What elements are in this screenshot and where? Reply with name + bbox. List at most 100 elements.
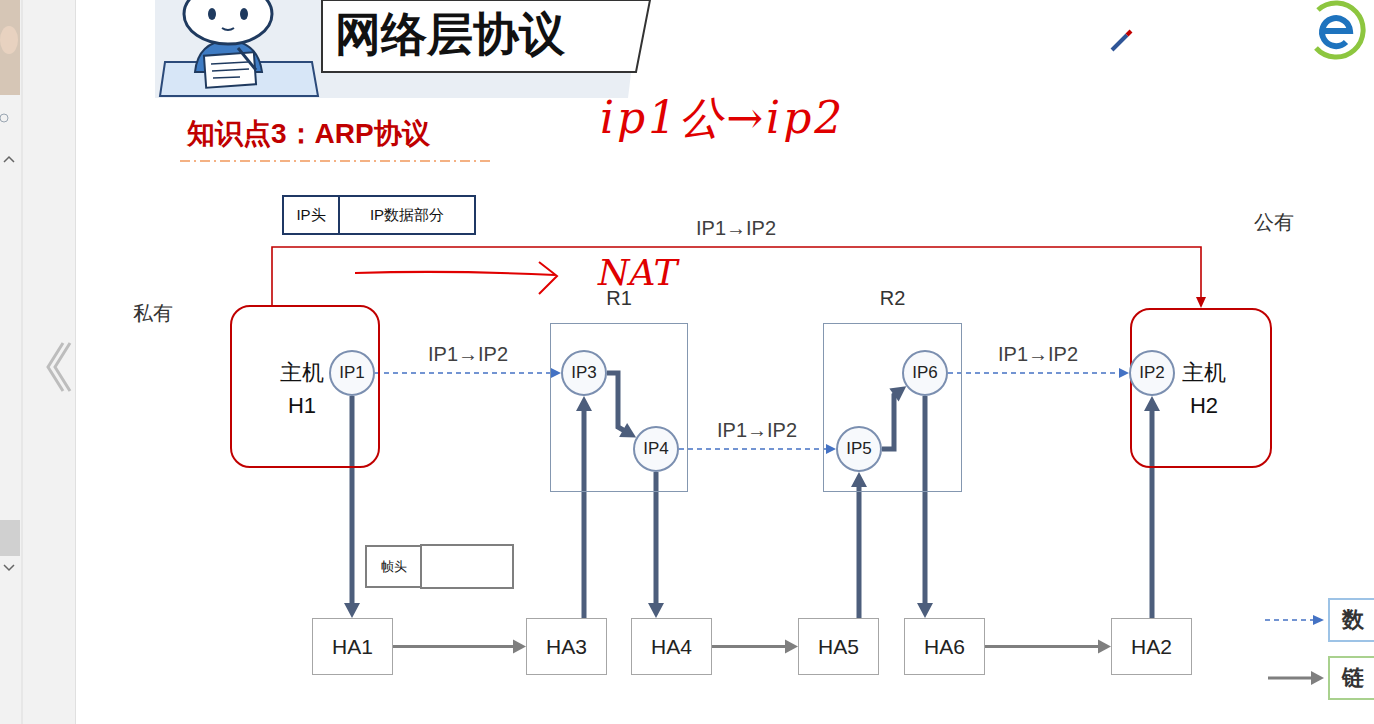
circle-outline: [330, 351, 374, 395]
router-box: R1IP3IP4: [550, 323, 688, 492]
arrowhead: [1098, 640, 1111, 654]
cat-eye: [208, 8, 216, 20]
paper-line: [211, 62, 248, 64]
host-box: 主机 H1IP1: [230, 305, 380, 468]
logo-mark: [1322, 18, 1350, 46]
node-text: 帧头: [381, 558, 407, 576]
pen-icon: [1127, 31, 1131, 35]
frame-header: 帧头: [365, 545, 422, 588]
header-field: IP数据部分: [338, 195, 476, 235]
frame-body-cell: [421, 545, 513, 588]
node-text: HA4: [651, 635, 692, 659]
arrowhead: [1119, 368, 1129, 378]
paper-line: [213, 77, 240, 78]
interface-circle: IP6: [902, 350, 948, 396]
connector: [648, 472, 664, 618]
connector: [344, 396, 360, 618]
connector: [375, 368, 561, 378]
connector: [851, 472, 867, 618]
node-text: IP5: [846, 439, 872, 459]
node-text: R1: [551, 286, 687, 310]
arrowhead: [785, 640, 798, 654]
node-text: 主机 H2: [1180, 356, 1228, 422]
interface-circle: IP3: [561, 350, 607, 396]
node-text: IP4: [643, 439, 669, 459]
mac-address-box: HA1: [312, 618, 393, 675]
interface-circle: IP2: [1129, 350, 1175, 396]
video-thumbnail: [0, 26, 18, 54]
data-flow-arrow: [375, 372, 553, 374]
arrowhead: [648, 603, 664, 618]
node-text: IP2: [1139, 363, 1165, 383]
circle-outline: [903, 351, 947, 395]
link-arrow: [712, 645, 788, 648]
mac-address-box: HA2: [1111, 618, 1192, 675]
region-label: 私有: [133, 301, 173, 325]
legend-sample: [1268, 677, 1312, 680]
arrowhead: [826, 444, 836, 454]
node-text: HA6: [924, 635, 965, 659]
arrowhead: [889, 386, 906, 401]
layer-arrow: [882, 393, 896, 449]
circle-outline: [562, 351, 606, 395]
circle-outline: [634, 427, 678, 471]
connector: [679, 444, 836, 454]
scroll-thumb: [0, 520, 20, 556]
connector: [1144, 396, 1160, 618]
panel-icon: [0, 114, 8, 122]
layer-arrow: [1150, 408, 1155, 618]
panel-divider: [75, 0, 76, 724]
handwritten-note: ip1公→ip2: [600, 96, 845, 140]
arrowhead: [619, 423, 636, 437]
connector: [985, 640, 1111, 654]
nat-path: [272, 247, 1201, 305]
node-text: IP6: [912, 363, 938, 383]
legend-text: 链: [1342, 663, 1364, 693]
layer-arrow: [857, 484, 862, 618]
node-text: IP数据部分: [370, 206, 444, 225]
mac-address-box: HA6: [904, 618, 985, 675]
legend-item: 数: [1328, 598, 1374, 642]
connector: [882, 386, 906, 449]
edge-label: IP1→IP2: [693, 217, 779, 239]
connector: [917, 396, 933, 618]
legend-sample: [1313, 615, 1324, 625]
interface-circle: IP4: [633, 426, 679, 472]
edge-label: IP1→IP2: [714, 419, 800, 441]
header-field: IP头: [282, 195, 340, 235]
logo-ring: [1316, 3, 1363, 57]
scroll-arrow: [4, 565, 14, 570]
arrowhead: [344, 603, 360, 618]
legend-sample: [1265, 619, 1314, 621]
interface-circle: IP1: [329, 350, 375, 396]
cat-eye: [240, 8, 248, 20]
connector: [948, 368, 1129, 378]
freehand-arrow: [355, 272, 555, 275]
mac-address-box: HA3: [526, 618, 607, 675]
link-arrow: [393, 645, 516, 648]
data-flow-arrow: [948, 372, 1121, 374]
node-text: IP1: [339, 363, 365, 383]
cat-pencil: [238, 48, 256, 70]
section-heading: 知识点3：ARP协议: [187, 116, 430, 152]
legend-item: 链: [1328, 656, 1374, 700]
host-box: 主机 H2 IP2: [1130, 308, 1272, 468]
interface-circle: IP5: [836, 426, 882, 472]
mac-address-box: HA5: [798, 618, 879, 675]
region-label: 公有: [1254, 210, 1294, 234]
circle-outline: [837, 427, 881, 471]
paper-line: [212, 69, 249, 71]
arrowhead: [1196, 297, 1206, 308]
cat-mouth: [222, 28, 234, 30]
node-text: HA1: [332, 635, 373, 659]
layer-arrow: [350, 396, 355, 606]
arrowhead: [851, 472, 867, 487]
connector: [393, 640, 526, 654]
arrowhead: [551, 368, 561, 378]
freehand-arrow: [539, 262, 557, 294]
heading-underline: [180, 160, 490, 162]
layer-arrow: [654, 472, 659, 606]
layer-arrow: [582, 408, 587, 618]
